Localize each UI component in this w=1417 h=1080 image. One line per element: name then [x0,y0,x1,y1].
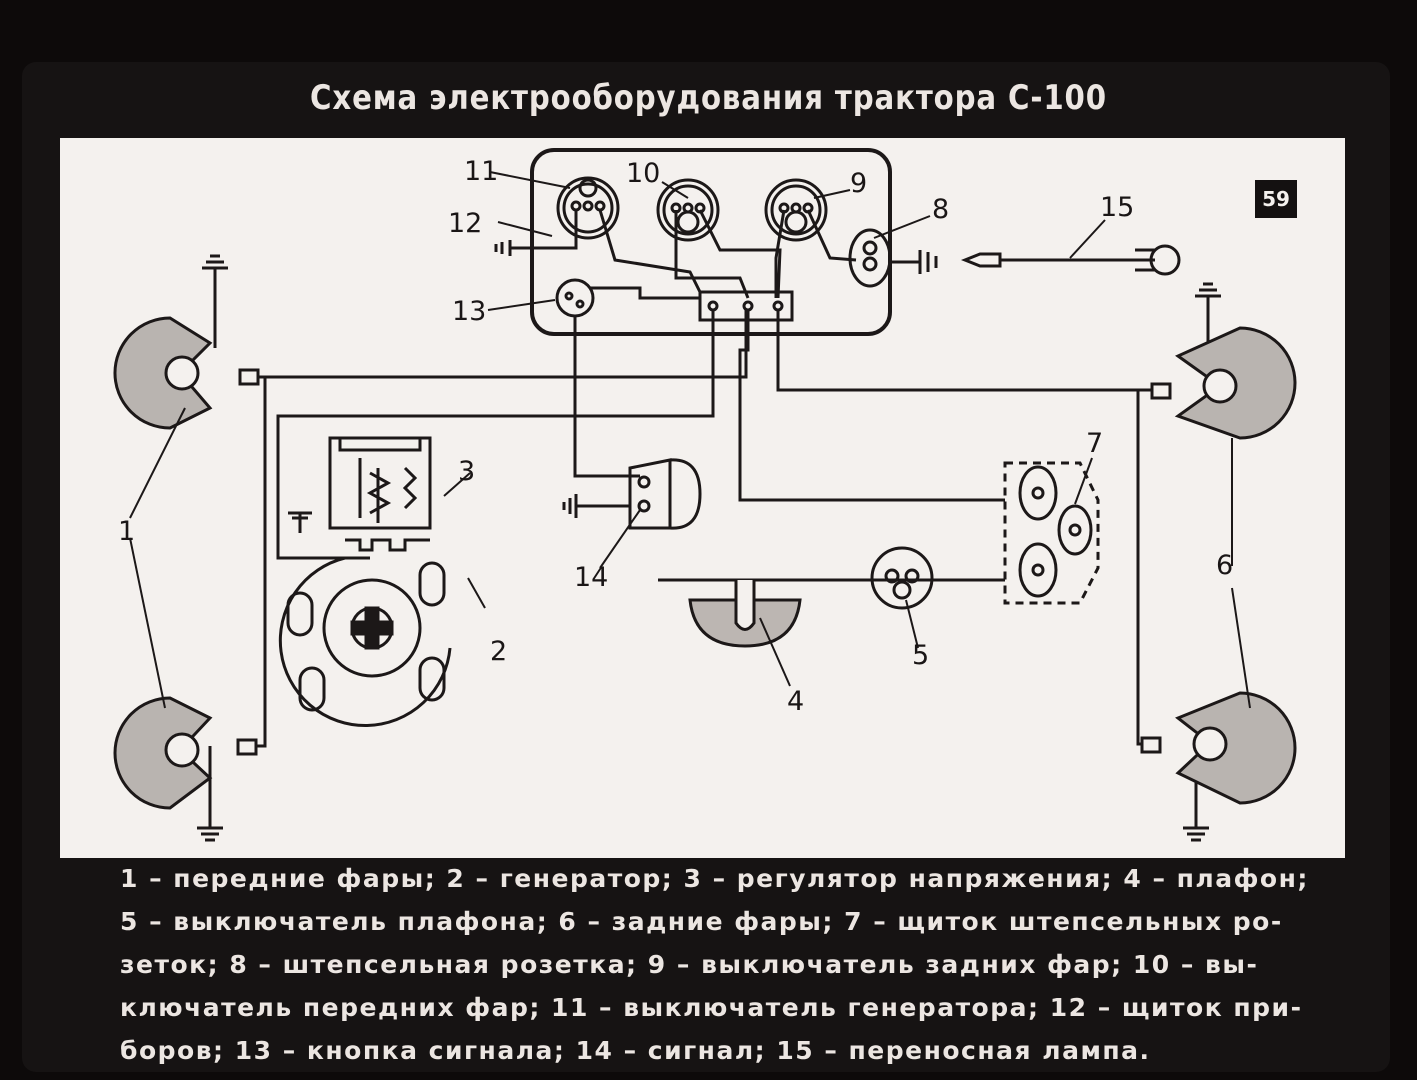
label-9: 9 [850,168,867,199]
ground-symbols [197,254,1221,842]
legend-line: зеток; 8 – штепсельная розетка; 9 – выкл… [120,950,1259,979]
slide-title: Схема электрооборудования трактора С-100 [310,78,1107,118]
dome-light-4 [688,580,802,648]
label-8: 8 [932,194,949,225]
label-3: 3 [458,456,475,487]
label-14: 14 [574,562,608,593]
instrument-panel-12 [530,148,892,336]
generator-2 [278,556,452,727]
label-11: 11 [464,156,498,187]
socket-panel-7 [1003,461,1100,605]
label-2: 2 [490,636,507,667]
legend-line: 5 – выключатель плафона; 6 – задние фары… [120,907,1283,936]
rear-lights-6 [1174,326,1297,805]
front-headlights-1 [113,316,213,810]
dome-light-switch-5 [870,546,934,610]
legend: 1 – передние фары; 2 – генератор; 3 – ре… [120,857,1309,1072]
label-1: 1 [118,516,135,547]
legend-line: 1 – передние фары; 2 – генератор; 3 – ре… [120,864,1309,893]
label-13: 13 [452,296,486,327]
wiring-diagram: 11 12 13 10 9 8 15 3 2 14 4 5 7 6 1 [113,148,1297,842]
label-12: 12 [448,208,482,239]
socket-8 [848,228,892,288]
label-10: 10 [626,158,660,189]
label-4: 4 [787,686,804,717]
signal-button-13 [555,278,595,318]
label-6: 6 [1216,550,1233,581]
rear-lights-switch-9 [764,178,828,242]
slide-number-badge: 59 [1255,180,1297,218]
generator-switch-11 [556,176,620,240]
portable-lamp-15 [960,244,1181,276]
label-7: 7 [1086,428,1103,459]
horn-signal-14 [628,458,702,530]
voltage-regulator-3 [328,436,432,552]
label-15: 15 [1100,192,1134,223]
label-5: 5 [912,640,929,671]
leader-lines [129,171,1251,709]
legend-line: боров; 13 – кнопка сигнала; 14 – сигнал;… [120,1036,1151,1065]
legend-line: ключатель передних фар; 11 – выключатель… [120,993,1303,1022]
diagram-panel: 11 12 13 10 9 8 15 3 2 14 4 5 7 6 1 [60,138,1345,858]
